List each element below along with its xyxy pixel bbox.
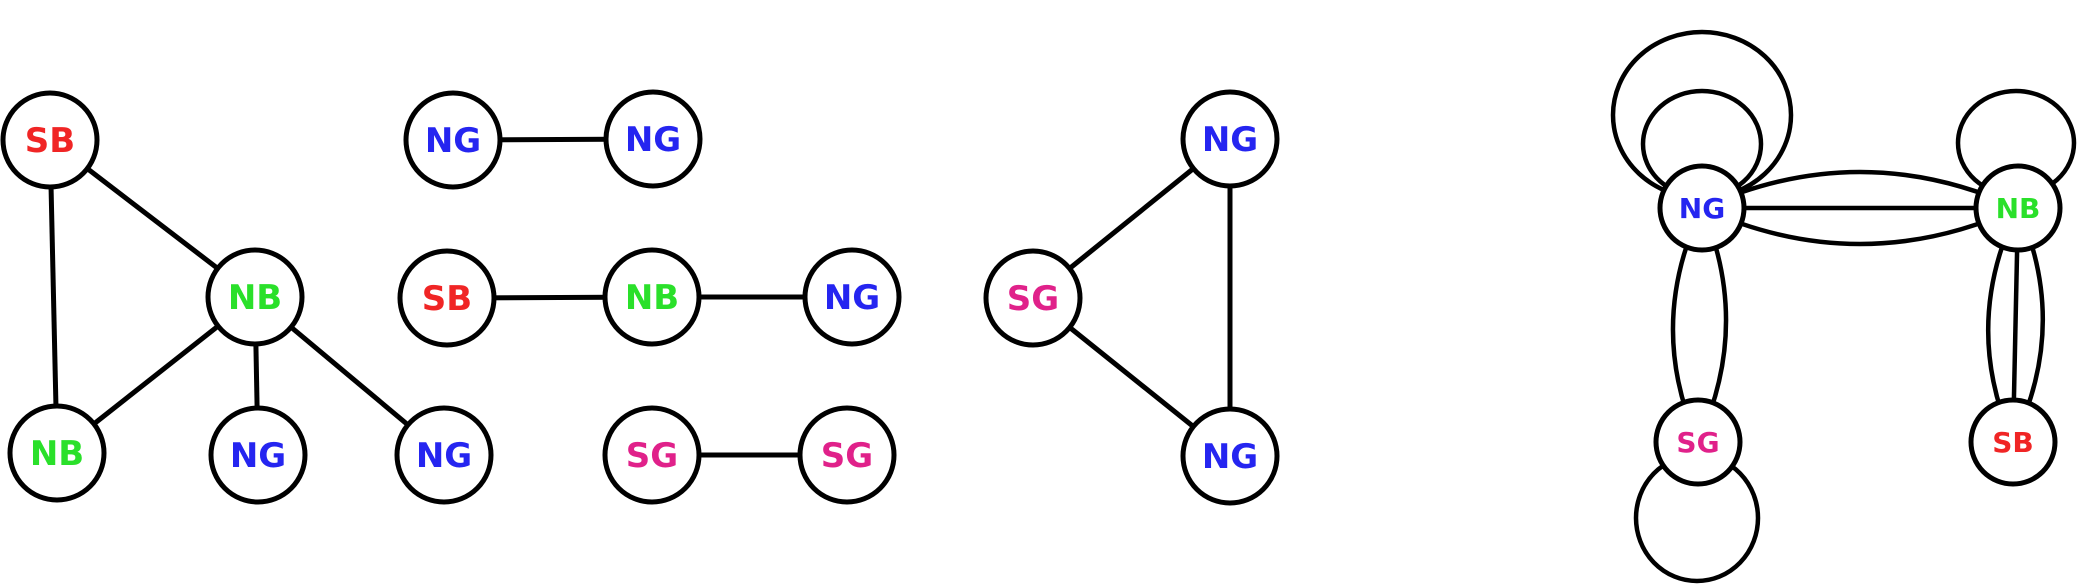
node-sb-circle <box>0 90 100 190</box>
node-ng-label: NG <box>824 278 880 318</box>
node-ng-label: NG <box>1202 120 1258 160</box>
triangle-graph: NG SG NG <box>983 89 1280 506</box>
node-nb-circle <box>602 247 702 347</box>
node-nb-circle <box>7 403 107 503</box>
edge <box>1701 205 2019 247</box>
dumbbell-sg-sg: SG SG <box>602 405 897 505</box>
node-ng-label: NG <box>1679 192 1725 225</box>
node-ng-label: NG <box>425 121 481 161</box>
node-ng-circle <box>403 90 503 190</box>
node-nb-circle <box>205 247 305 347</box>
node-nb-label: NB <box>30 434 84 474</box>
node-sg-label: SG <box>1676 426 1719 459</box>
node-sg-circle <box>983 248 1083 348</box>
node-nb-circle <box>1973 163 2063 253</box>
edge <box>1701 169 2019 211</box>
edge <box>47 139 60 454</box>
node-nb-label: NB <box>625 278 679 318</box>
node-sg-circle <box>602 405 702 505</box>
node-ng-label: NG <box>625 120 681 160</box>
node-sb-circle <box>1968 397 2058 487</box>
node-ng-circle <box>802 247 902 347</box>
node-sb-circle <box>397 248 497 348</box>
node-ng-circle <box>603 89 703 189</box>
left-graph: SB NB NB NG NG <box>0 90 494 505</box>
node-sg-circle <box>797 405 897 505</box>
node-sg-circle <box>1653 397 1743 487</box>
node-nb-label: NB <box>228 278 282 318</box>
multigraph: NG NB SG SB <box>1610 29 2077 584</box>
node-ng-circle <box>1657 163 1747 253</box>
node-ng-label: NG <box>230 436 286 476</box>
node-sg-label: SG <box>1007 279 1059 319</box>
node-sg-label: SG <box>626 436 678 476</box>
node-ng-circle <box>394 405 494 505</box>
node-ng-circle <box>1180 89 1280 189</box>
node-ng-circle <box>208 405 308 505</box>
node-nb-label: NB <box>1996 192 2041 225</box>
node-ng-label: NG <box>416 436 472 476</box>
node-ng-label: NG <box>1202 437 1258 477</box>
node-sg-label: SG <box>821 436 873 476</box>
node-sb-label: SB <box>422 279 472 319</box>
node-ng-circle <box>1180 406 1280 506</box>
node-sb-label: SB <box>25 121 75 161</box>
path-sb-nb-ng: SB NB NG <box>397 247 902 348</box>
dumbbell-ng-ng: NG NG <box>403 89 703 190</box>
node-sb-label: SB <box>1992 426 2034 459</box>
